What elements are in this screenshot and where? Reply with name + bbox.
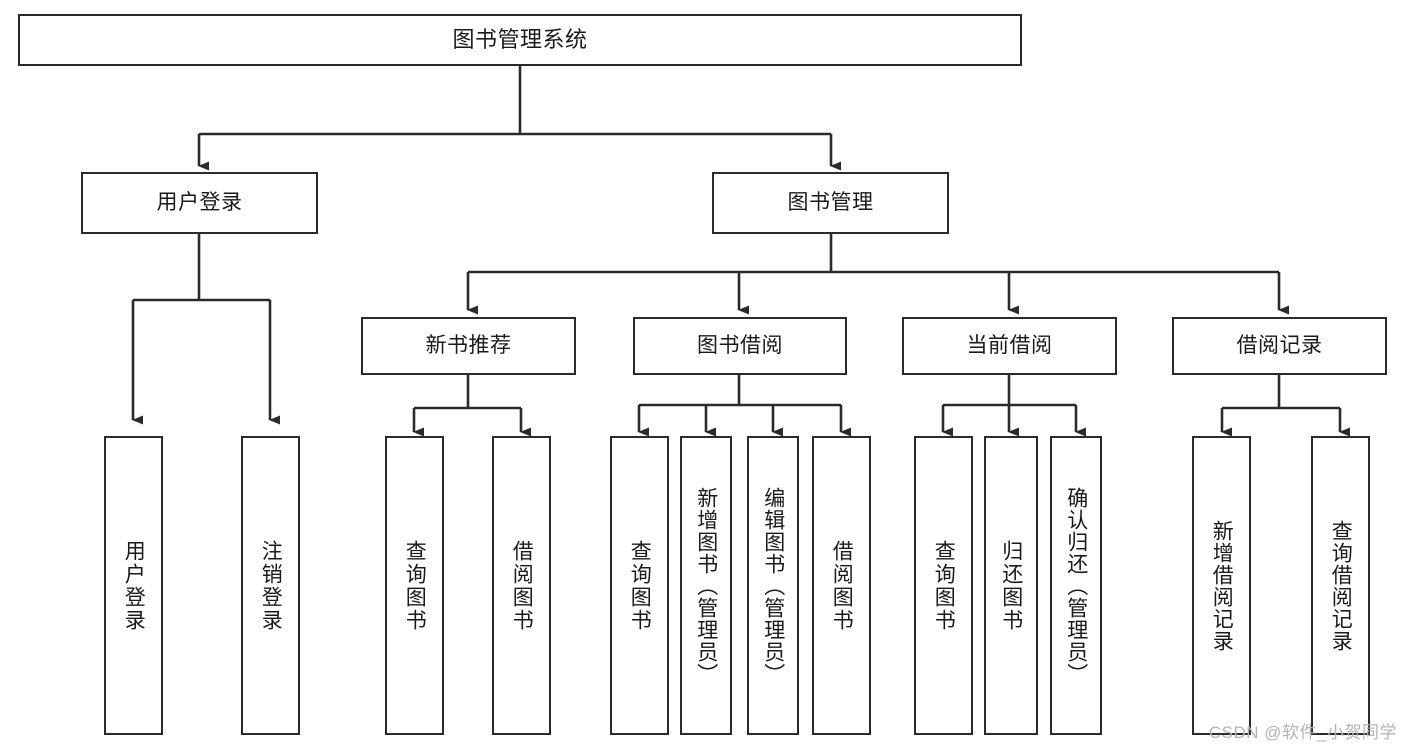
node-leaf-query-book-1[interactable]: 查询图书 <box>385 436 444 735</box>
node-user-login-label: 用户登录 <box>156 190 243 214</box>
node-leaf-user-login-label: 用户登录 <box>122 539 146 632</box>
node-book-borrow[interactable]: 图书借阅 <box>633 317 847 375</box>
node-leaf-return-book-label: 归还图书 <box>999 539 1023 632</box>
node-root[interactable]: 图书管理系统 <box>18 14 1022 66</box>
node-leaf-query-book-2[interactable]: 查询图书 <box>610 436 669 735</box>
node-leaf-add-book-label: 新增图书（管理员） <box>694 486 718 685</box>
node-leaf-edit-book-label: 编辑图书（管理员） <box>761 486 785 685</box>
node-leaf-logout-login[interactable]: 注销登录 <box>241 436 300 735</box>
node-leaf-add-record-label: 新增借阅记录 <box>1210 519 1234 652</box>
node-root-label: 图书管理系统 <box>452 27 588 53</box>
node-leaf-query-record[interactable]: 查询借阅记录 <box>1311 436 1370 735</box>
node-user-login[interactable]: 用户登录 <box>81 172 318 234</box>
node-leaf-query-book-3[interactable]: 查询图书 <box>914 436 973 735</box>
node-leaf-confirm-return[interactable]: 确认归还（管理员） <box>1050 436 1102 735</box>
node-borrow-record-label: 借阅记录 <box>1236 333 1323 357</box>
node-leaf-return-book[interactable]: 归还图书 <box>984 436 1038 735</box>
node-leaf-add-book[interactable]: 新增图书（管理员） <box>680 436 732 735</box>
node-book-management-label: 图书管理 <box>787 190 874 214</box>
node-leaf-borrow-book-2-label: 借阅图书 <box>830 539 854 632</box>
node-leaf-borrow-book-1[interactable]: 借阅图书 <box>492 436 551 735</box>
node-leaf-logout-login-label: 注销登录 <box>259 539 283 632</box>
node-leaf-query-record-label: 查询借阅记录 <box>1329 519 1353 652</box>
node-leaf-query-book-3-label: 查询图书 <box>932 539 956 632</box>
node-leaf-add-record[interactable]: 新增借阅记录 <box>1192 436 1251 735</box>
node-book-management[interactable]: 图书管理 <box>712 172 949 234</box>
node-leaf-user-login[interactable]: 用户登录 <box>104 436 163 735</box>
node-leaf-confirm-return-label: 确认归还（管理员） <box>1064 486 1088 685</box>
watermark-text: CSDN @软件_小贺同学 <box>1208 723 1397 742</box>
node-current-borrow[interactable]: 当前借阅 <box>902 317 1117 375</box>
node-current-borrow-label: 当前借阅 <box>966 333 1053 357</box>
node-new-book-recommend-label: 新书推荐 <box>425 333 512 357</box>
node-leaf-query-book-1-label: 查询图书 <box>403 539 427 632</box>
node-leaf-edit-book[interactable]: 编辑图书（管理员） <box>747 436 799 735</box>
node-new-book-recommend[interactable]: 新书推荐 <box>361 317 576 375</box>
node-borrow-record[interactable]: 借阅记录 <box>1172 317 1387 375</box>
node-book-borrow-label: 图书借阅 <box>697 333 783 357</box>
node-leaf-borrow-book-2[interactable]: 借阅图书 <box>812 436 871 735</box>
node-leaf-borrow-book-1-label: 借阅图书 <box>510 539 534 632</box>
node-leaf-query-book-2-label: 查询图书 <box>628 539 652 632</box>
